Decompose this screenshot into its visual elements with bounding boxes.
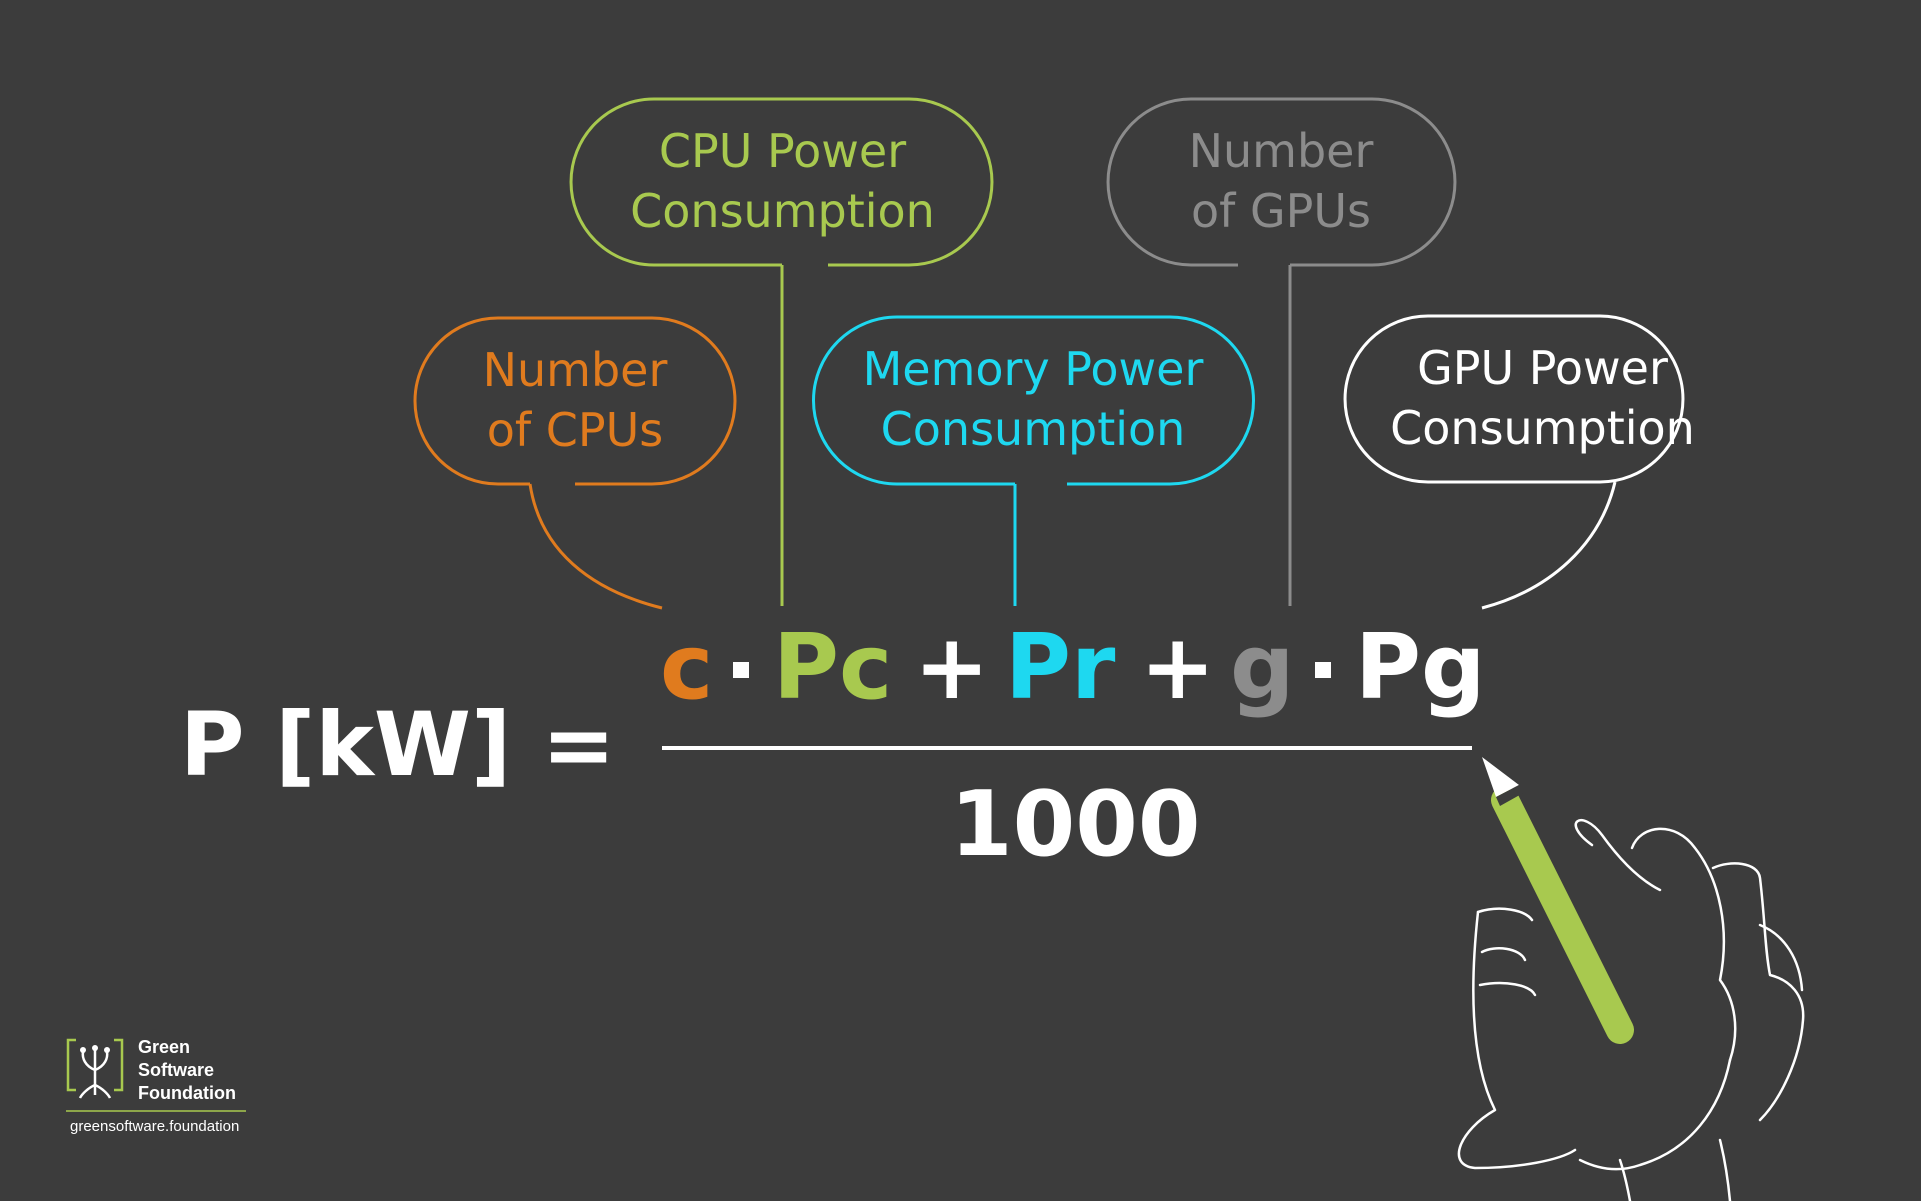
term-pg: Pg — [1355, 615, 1486, 720]
hand-drawing — [1457, 818, 1805, 1201]
plus-sign-2: + — [1140, 615, 1216, 720]
label-number-of-cpus: Number of CPUs — [482, 343, 668, 457]
term-pc: Pc — [773, 615, 893, 720]
bubble-number-of-gpus — [1106, 97, 1457, 606]
term-c: c — [660, 615, 714, 720]
plus-sign-1: + — [914, 615, 990, 720]
pencil-icon — [1482, 757, 1634, 1044]
label-cpu-power: CPU Power Consumption — [630, 124, 935, 238]
logo-url: greensoftware.foundation — [70, 1118, 240, 1135]
multiply-dot-2 — [1315, 662, 1331, 678]
tree-icon — [66, 1038, 124, 1099]
fraction-bar — [662, 746, 1472, 750]
label-number-of-gpus: Number of GPUs — [1188, 124, 1374, 238]
formula-denominator: 1000 — [950, 772, 1201, 877]
label-memory-power: Memory Power Consumption — [862, 342, 1204, 456]
label-gpu-power: GPU Power Consumption — [1390, 341, 1695, 455]
multiply-dot-1 — [733, 662, 749, 678]
bubble-memory-power — [812, 315, 1255, 606]
bubble-cpu-power — [569, 97, 994, 606]
term-g: g — [1230, 615, 1295, 720]
formula-lhs: P [kW] = — [180, 693, 616, 796]
logo-name: Green Software Foundation — [138, 1037, 236, 1103]
term-pr: Pr — [1005, 615, 1116, 720]
bubble-number-of-cpus — [413, 316, 737, 610]
bubble-gpu-power — [1343, 314, 1685, 610]
